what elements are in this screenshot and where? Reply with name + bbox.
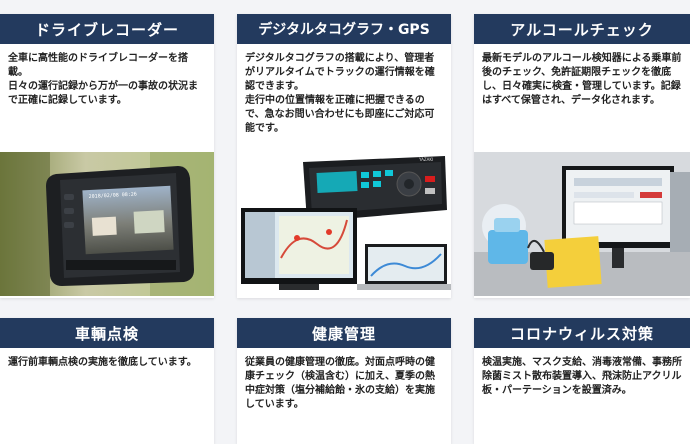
- card-text-line: 日々の運行記録から万が一の事故の状況まで正確に記録しています。: [8, 81, 198, 106]
- card-title-health-management: 健康管理: [237, 318, 451, 348]
- card-text-line: デジタルタコグラフの搭載により、管理者がリアルタイムでトラックの運行情報を確認で…: [245, 53, 435, 92]
- card-text-digital-tachograph: デジタルタコグラフの搭載により、管理者がリアルタイムでトラックの運行情報を確認で…: [245, 52, 443, 136]
- card-text-line: 検温実施、マスク支給、消毒液常備、事務所除菌ミスト散布装置導入、飛沫防止アクリル…: [482, 357, 682, 396]
- card-drive-recorder: ドライブレコーダー 全車に高性能のドライブレコーダーを搭載。 日々の運行記録から…: [0, 14, 214, 298]
- card-title-corona-measures: コロナウィルス対策: [474, 318, 690, 348]
- card-text-drive-recorder: 全車に高性能のドライブレコーダーを搭載。 日々の運行記録から万が一の事故の状況ま…: [8, 52, 206, 108]
- card-title-digital-tachograph: デジタルタコグラフ・GPS: [237, 14, 451, 44]
- tachograph-brand: YAZAKI: [418, 157, 433, 162]
- card-text-alcohol-check: 最新モデルのアルコール検知器による乗車前後のチェック、免許証期限チェックを徹底し…: [482, 52, 682, 108]
- card-digital-tachograph: デジタルタコグラフ・GPS デジタルタコグラフの搭載により、管理者がリアルタイム…: [237, 14, 451, 298]
- dashcam-timestamp: 2018/02/08 08:26: [89, 192, 137, 201]
- card-alcohol-check: アルコールチェック 最新モデルのアルコール検知器による乗車前後のチェック、免許証…: [474, 14, 690, 298]
- card-health-management: 健康管理 従業員の健康管理の徹底。対面点呼時の健康チェック（検温含む）に加え、夏…: [237, 318, 451, 444]
- card-text-line: 走行中の位置情報を正確に把握できるので、急なお問い合わせにも即座にご対応可能です…: [245, 95, 435, 134]
- card-title-vehicle-inspection: 車輌点検: [0, 318, 214, 348]
- tachograph-photo: YAZAKI: [237, 148, 451, 296]
- card-title-alcohol-check: アルコールチェック: [474, 14, 690, 44]
- card-corona-measures: コロナウィルス対策 検温実施、マスク支給、消毒液常備、事務所除菌ミスト散布装置導…: [474, 318, 690, 444]
- dashcam-photo: 2018/02/08 08:26: [0, 152, 214, 296]
- card-text-line: 運行前車輌点検の実施を徹底しています。: [8, 357, 197, 368]
- card-text-line: 全車に高性能のドライブレコーダーを搭載。: [8, 53, 188, 78]
- card-text-vehicle-inspection: 運行前車輌点検の実施を徹底しています。: [8, 356, 206, 370]
- alcohol-check-illustration: [474, 152, 690, 296]
- card-text-corona-measures: 検温実施、マスク支給、消毒液常備、事務所除菌ミスト散布装置導入、飛沫防止アクリル…: [482, 356, 682, 398]
- card-text-line: 従業員の健康管理の徹底。対面点呼時の健康チェック（検温含む）に加え、夏季の熱中症…: [245, 357, 435, 410]
- dashcam-illustration: 2018/02/08 08:26: [0, 152, 214, 296]
- alcohol-check-photo: [474, 152, 690, 296]
- card-vehicle-inspection: 車輌点検 運行前車輌点検の実施を徹底しています。: [0, 318, 214, 444]
- card-text-line: 最新モデルのアルコール検知器による乗車前後のチェック、免許証期限チェックを徹底し…: [482, 53, 682, 106]
- card-title-drive-recorder: ドライブレコーダー: [0, 14, 214, 44]
- tachograph-illustration: YAZAKI: [237, 148, 451, 296]
- card-text-health-management: 従業員の健康管理の徹底。対面点呼時の健康チェック（検温含む）に加え、夏季の熱中症…: [245, 356, 443, 412]
